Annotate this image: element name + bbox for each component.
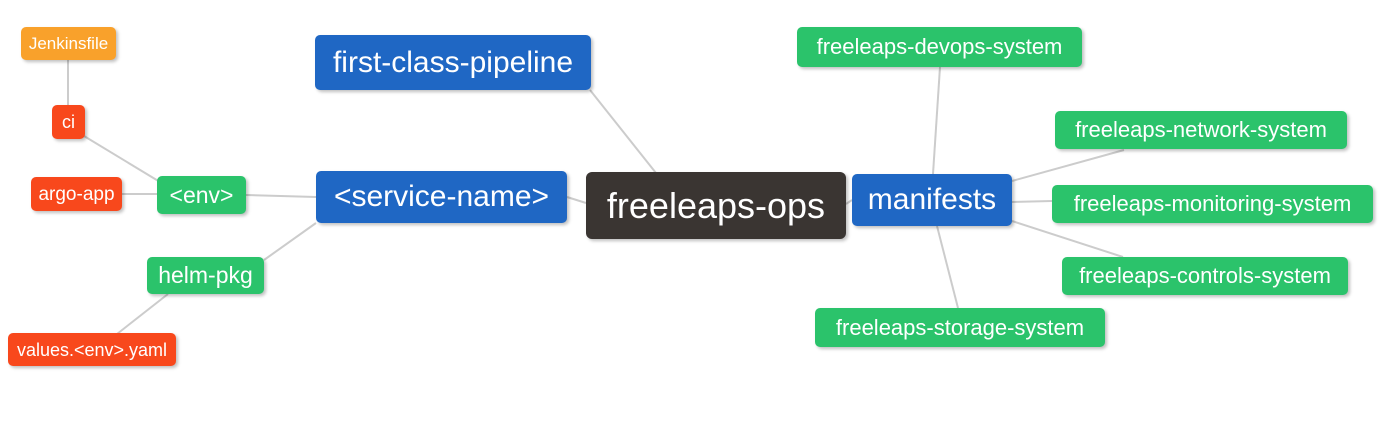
- node-ci[interactable]: ci: [52, 105, 85, 139]
- edge-root-manifests: [845, 199, 853, 205]
- node-manifests[interactable]: manifests: [852, 174, 1012, 226]
- node-freeleaps-ops[interactable]: freeleaps-ops: [586, 172, 846, 239]
- node-helm-pkg[interactable]: helm-pkg: [147, 257, 264, 294]
- node-storage-system[interactable]: freeleaps-storage-system: [815, 308, 1105, 347]
- node-network-system[interactable]: freeleaps-network-system: [1055, 111, 1347, 149]
- node-values-env-yaml[interactable]: values.<env>.yaml: [8, 333, 176, 366]
- edge-service-name-env: [245, 194, 317, 198]
- node-jenkinsfile[interactable]: Jenkinsfile: [21, 27, 116, 60]
- node-controls-system[interactable]: freeleaps-controls-system: [1062, 257, 1348, 295]
- edge-manifests-storage: [936, 225, 959, 309]
- edge-manifests-network: [1011, 149, 1125, 182]
- edge-manifests-controls: [1011, 220, 1124, 258]
- node-argo-app[interactable]: argo-app: [31, 177, 122, 211]
- edge-service-name-helm-pkg: [263, 222, 317, 261]
- edge-root-service-name: [566, 196, 587, 204]
- node-devops-system[interactable]: freeleaps-devops-system: [797, 27, 1082, 67]
- edge-helm-pkg-values: [116, 293, 169, 335]
- node-monitoring-system[interactable]: freeleaps-monitoring-system: [1052, 185, 1373, 223]
- node-env[interactable]: <env>: [157, 176, 246, 214]
- node-first-class-pipeline[interactable]: first-class-pipeline: [315, 35, 591, 90]
- edge-manifests-devops: [932, 66, 941, 175]
- edge-env-ci: [83, 135, 161, 183]
- edge-root-pipeline: [589, 89, 657, 174]
- node-service-name[interactable]: <service-name>: [316, 171, 567, 223]
- edge-manifests-monitoring: [1011, 200, 1053, 203]
